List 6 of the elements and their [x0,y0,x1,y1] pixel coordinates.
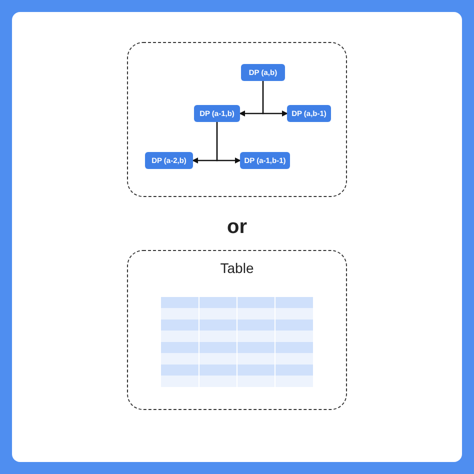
dashed-box [127,250,347,410]
box-heading: Table [219,260,255,276]
connector-arrow [216,122,241,164]
connector-arrow [262,81,288,116]
dashed-box [127,42,347,197]
separator-word: or [226,216,248,239]
